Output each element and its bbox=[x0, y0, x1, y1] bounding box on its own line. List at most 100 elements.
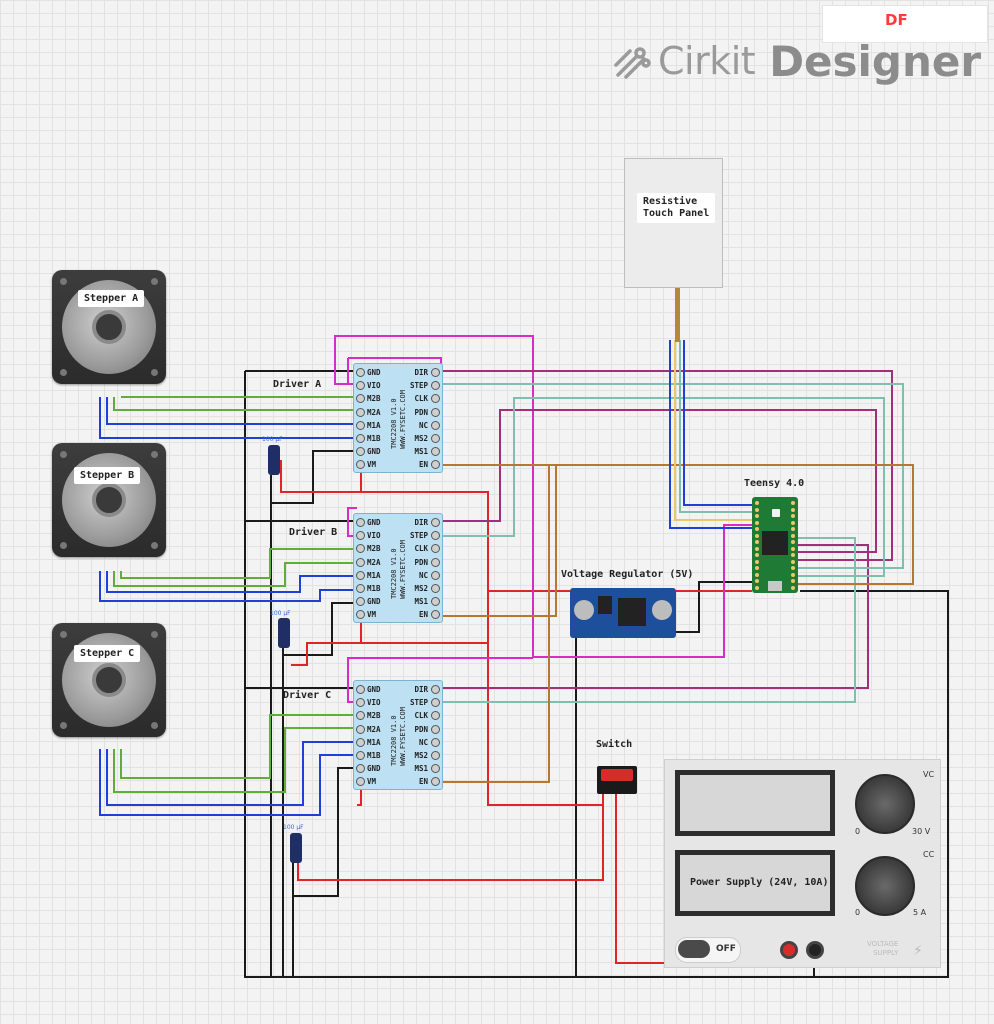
df-badge[interactable]: DF bbox=[822, 5, 988, 43]
pin-icon[interactable] bbox=[431, 368, 440, 377]
pin-icon[interactable] bbox=[356, 531, 365, 541]
teensy-pin[interactable] bbox=[755, 540, 759, 544]
pin-icon[interactable] bbox=[356, 518, 365, 527]
stepper-motor-b[interactable]: Stepper B bbox=[52, 443, 166, 557]
voltage-regulator-board[interactable] bbox=[570, 588, 676, 638]
current-knob[interactable] bbox=[855, 856, 915, 916]
pin-icon[interactable] bbox=[431, 531, 440, 541]
teensy-pin[interactable] bbox=[755, 507, 759, 512]
teensy-pin[interactable] bbox=[791, 585, 795, 590]
teensy-board[interactable] bbox=[752, 497, 798, 593]
pin-icon[interactable] bbox=[431, 724, 440, 734]
power-supply[interactable]: Power Supply (24V, 10A) 0 30 V 0 5 A VC … bbox=[664, 759, 941, 968]
teensy-pin[interactable] bbox=[755, 553, 759, 557]
pin-icon[interactable] bbox=[431, 584, 440, 593]
capacitor-b[interactable] bbox=[278, 618, 290, 648]
pin-icon[interactable] bbox=[431, 610, 440, 620]
teensy-pin[interactable] bbox=[791, 527, 795, 531]
teensy-pin[interactable] bbox=[755, 520, 759, 525]
pin-icon[interactable] bbox=[356, 724, 365, 734]
pin-icon[interactable] bbox=[431, 407, 440, 417]
pin-icon[interactable] bbox=[431, 434, 440, 443]
pin-icon[interactable] bbox=[431, 764, 440, 774]
stepper-motor-c[interactable]: Stepper C bbox=[52, 623, 166, 737]
teensy-pin[interactable] bbox=[791, 553, 795, 557]
rocker-switch[interactable] bbox=[597, 766, 637, 794]
teensy-pin[interactable] bbox=[755, 585, 759, 590]
pin-icon[interactable] bbox=[356, 711, 365, 721]
teensy-pin[interactable] bbox=[755, 533, 759, 538]
pin-icon[interactable] bbox=[431, 698, 440, 708]
driver-pin-label: M2A bbox=[367, 724, 381, 734]
pin-icon[interactable] bbox=[356, 407, 365, 417]
teensy-pin[interactable] bbox=[791, 559, 795, 564]
psu-power-switch[interactable]: OFF bbox=[675, 937, 741, 963]
pin-icon[interactable] bbox=[356, 764, 365, 774]
pin-icon[interactable] bbox=[356, 597, 365, 607]
teensy-pin[interactable] bbox=[791, 514, 795, 518]
pin-icon[interactable] bbox=[356, 737, 365, 747]
capacitor-a[interactable] bbox=[268, 445, 280, 475]
pin-icon[interactable] bbox=[431, 737, 440, 747]
teensy-pin[interactable] bbox=[791, 533, 795, 538]
pin-icon[interactable] bbox=[431, 751, 440, 760]
pin-icon[interactable] bbox=[356, 381, 365, 391]
driver-pin-label: EN bbox=[418, 610, 428, 620]
pin-icon[interactable] bbox=[431, 381, 440, 391]
positive-terminal[interactable] bbox=[780, 941, 798, 959]
pin-icon[interactable] bbox=[356, 434, 365, 443]
teensy-pin[interactable] bbox=[791, 546, 795, 551]
pin-icon[interactable] bbox=[356, 610, 365, 620]
teensy-pin[interactable] bbox=[791, 520, 795, 525]
teensy-pin[interactable] bbox=[755, 572, 759, 577]
pin-icon[interactable] bbox=[356, 460, 365, 470]
pin-icon[interactable] bbox=[356, 751, 365, 760]
pin-icon[interactable] bbox=[431, 544, 440, 554]
teensy-pin[interactable] bbox=[755, 566, 759, 570]
teensy-pin[interactable] bbox=[791, 572, 795, 577]
driver-pin-label: MS1 bbox=[414, 764, 428, 774]
pin-icon[interactable] bbox=[431, 570, 440, 580]
pin-icon[interactable] bbox=[431, 420, 440, 430]
teensy-pin[interactable] bbox=[791, 579, 795, 583]
pin-icon[interactable] bbox=[356, 368, 365, 377]
pin-icon[interactable] bbox=[356, 447, 365, 457]
pin-icon[interactable] bbox=[356, 777, 365, 787]
negative-terminal[interactable] bbox=[806, 941, 824, 959]
pin-icon[interactable] bbox=[431, 685, 440, 694]
pin-icon[interactable] bbox=[356, 557, 365, 567]
pin-icon[interactable] bbox=[431, 460, 440, 470]
teensy-pin[interactable] bbox=[791, 507, 795, 512]
teensy-pin[interactable] bbox=[755, 501, 759, 505]
teensy-pin[interactable] bbox=[791, 501, 795, 505]
pin-icon[interactable] bbox=[356, 584, 365, 593]
capacitor-c[interactable] bbox=[290, 833, 302, 863]
pin-icon[interactable] bbox=[431, 394, 440, 404]
teensy-pin[interactable] bbox=[791, 540, 795, 544]
pin-icon[interactable] bbox=[356, 394, 365, 404]
pin-icon[interactable] bbox=[431, 557, 440, 567]
teensy-pin[interactable] bbox=[791, 566, 795, 570]
pin-icon[interactable] bbox=[431, 597, 440, 607]
teensy-pin[interactable] bbox=[755, 579, 759, 583]
pin-icon[interactable] bbox=[356, 544, 365, 554]
resistive-touch-panel[interactable]: Resistive Touch Panel bbox=[624, 158, 723, 288]
pin-icon[interactable] bbox=[431, 711, 440, 721]
driver-pin-label: GND bbox=[367, 685, 381, 694]
voltage-knob[interactable] bbox=[855, 774, 915, 834]
pin-icon[interactable] bbox=[431, 447, 440, 457]
pin-icon[interactable] bbox=[356, 570, 365, 580]
teensy-pin[interactable] bbox=[755, 527, 759, 531]
pin-icon[interactable] bbox=[431, 518, 440, 527]
pin-icon[interactable] bbox=[356, 685, 365, 694]
teensy-pin[interactable] bbox=[755, 514, 759, 518]
stepper-motor-a[interactable]: Stepper A bbox=[52, 270, 166, 384]
teensy-pin[interactable] bbox=[755, 546, 759, 551]
pin-icon[interactable] bbox=[356, 420, 365, 430]
pin-icon[interactable] bbox=[356, 698, 365, 708]
teensy-pin[interactable] bbox=[755, 559, 759, 564]
pin-icon[interactable] bbox=[431, 777, 440, 787]
